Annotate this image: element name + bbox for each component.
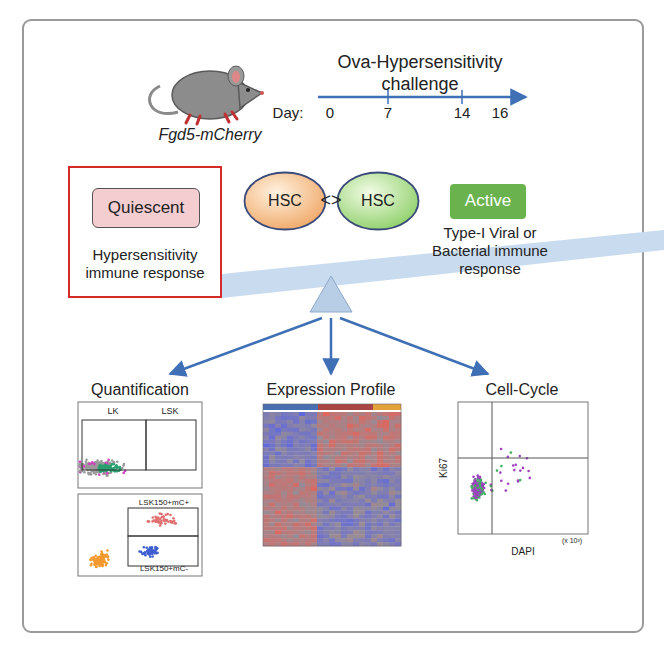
label: Expression Profile [267,380,396,399]
hsc-ellipse: HSC [336,171,420,231]
seesaw-bar [222,230,664,298]
flow-plot-top [78,402,202,488]
node-text: HSC [361,191,395,210]
label: Ova-Hypersensitivity challenge [300,52,540,95]
hsc-ellipse: HSC [243,171,327,231]
label: LSK [161,406,178,417]
label: DAPI [511,546,534,558]
heatmap [263,404,401,546]
label: 14 [454,104,471,122]
output-arrows [170,318,488,374]
frame [23,20,643,632]
label: 0 [326,104,334,122]
label: Type-I Viral or Bacterial immune respons… [415,224,565,278]
node-text: HSC [268,191,302,210]
flow-plot-bottom [78,494,202,576]
label: Cell-Cycle [486,380,559,399]
node-text: Hypersensitivity immune response [76,246,214,282]
label: LSK150+mC- [140,564,188,574]
node-text: Active [465,191,511,211]
cell-cycle-plot [458,402,588,534]
fulcrum [310,276,352,312]
label: Ki67 [438,458,450,478]
mouse-illustration [150,66,264,124]
label: Quantification [91,380,189,399]
label: Fgd5-mCherry [158,125,261,144]
label: LK [107,406,118,417]
label: 7 [384,104,392,122]
label: Day: [273,104,304,122]
quiescent-box: Quiescent [92,188,200,228]
hypersensitivity-panel: Hypersensitivity immune response Quiescen… [68,166,222,298]
label: LSK150+mC+ [139,498,189,508]
label: (x 10³) [562,537,582,545]
node-text: Quiescent [108,198,185,218]
active-box: Active [450,184,526,219]
label: <> [320,190,341,212]
label: 16 [492,104,509,122]
